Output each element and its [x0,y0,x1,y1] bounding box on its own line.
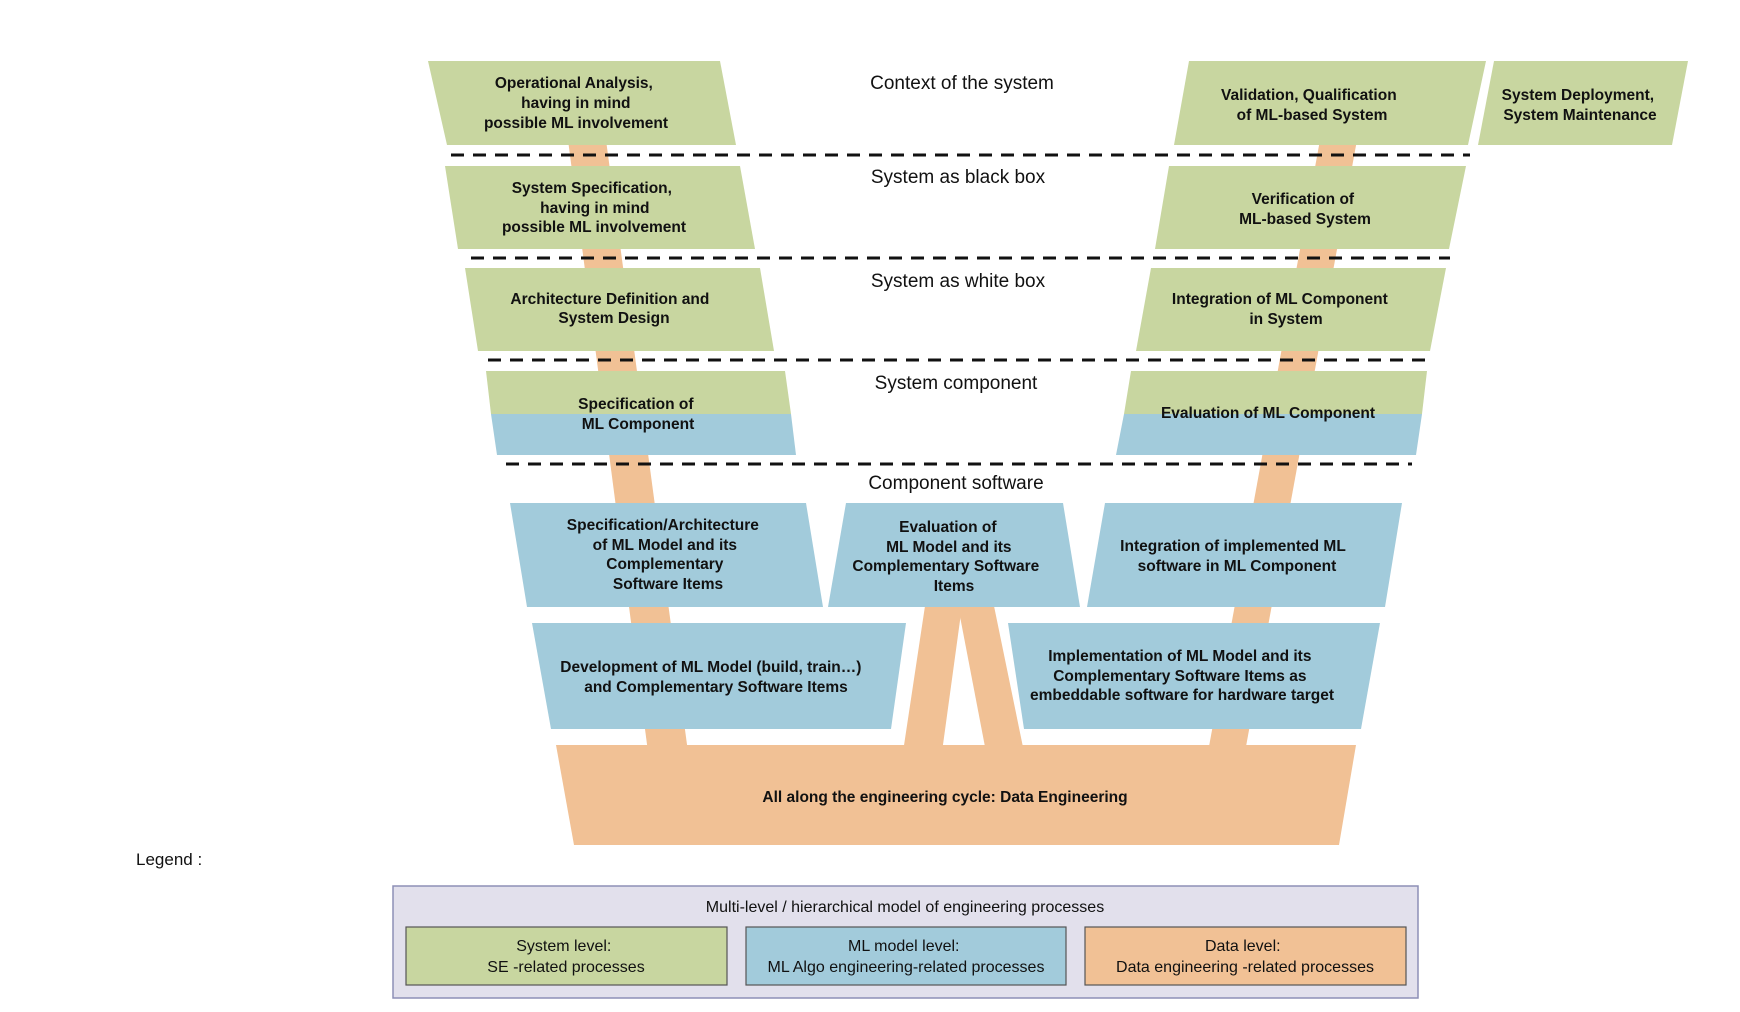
legend-system-level: System level: SE -related processes [405,926,728,986]
svg-text:Specification/Architecture: Specification/Architecture of ML Model a… [567,517,763,593]
box-architecture-definition: Architecture Definition and System Desig… [465,268,774,351]
box-spec-architecture-ml-model: Specification/Architecture of ML Model a… [510,503,823,607]
svg-text:Integration of ML Component: Integration of ML Component in System [1172,291,1392,328]
legend-ml-level: ML model level: ML Algo engineering-rela… [745,926,1067,986]
legend-data-level: Data level: Data engineering -related pr… [1084,926,1407,986]
svg-text:Evaluation of ML Component: Evaluation of ML Component [1161,405,1375,422]
svg-text:Validation, Qualification: Validation, Qualification of ML-based Sy… [1221,87,1401,124]
svg-text:Operational Analysis,: Operational Analysis, having in mind pos… [484,75,668,132]
level-component: System component [875,373,1038,394]
svg-text:Evaluation of ML Model: Evaluation of ML Model and its Complemen… [852,519,1043,595]
box-operational-analysis: Operational Analysis, having in mind pos… [428,61,736,145]
connector-center-right [958,606,1024,752]
level-context: Context of the system [870,73,1054,94]
svg-text:Verification of ML-bas: Verification of ML-based System [1239,191,1371,228]
svg-text:System Deployment, Sys: System Deployment, System Maintenance [1502,87,1659,124]
box-system-specification: System Specification, having in mind pos… [445,166,755,249]
box-specification-ml-component: Specification of ML Component [486,371,796,455]
svg-text:System Specification,: System Specification, having in mind pos… [502,180,686,236]
svg-text:Implementation of ML Model and: Implementation of ML Model and its Compl… [1030,648,1334,704]
legend: Legend : Multi-level / hierarchical mode… [136,850,1419,999]
level-software: Component software [868,473,1043,494]
svg-text:All along the engineering cycl: All along the engineering cycle: Data En… [762,789,1127,806]
svg-text:ML model level: ML Alg: ML model level: ML Algo engineering-rela… [768,938,1045,976]
svg-text:System level: SE -rela: System level: SE -related processes [487,938,644,976]
level-black-box: System as black box [871,167,1046,188]
level-white-box: System as white box [871,271,1046,292]
box-evaluation-ml-component: Evaluation of ML Component [1116,371,1427,455]
box-validation-qualification: Validation, Qualification of ML-based Sy… [1174,61,1486,145]
box-evaluation-ml-model: Evaluation of ML Model and its Complemen… [828,503,1080,607]
box-implementation-ml-model: Implementation of ML Model and its Compl… [1008,623,1380,729]
box-verification: Verification of ML-based System [1155,166,1466,249]
svg-text:Development of ML Model (build: Development of ML Model (build, train…) … [560,659,865,696]
connector-center-left [903,606,962,752]
process-boxes: Operational Analysis, having in mind pos… [428,61,1688,845]
svg-text:Data level: Data engin: Data level: Data engineering -related pr… [1116,938,1374,976]
legend-label: Legend : [136,850,202,869]
legend-title: Multi-level / hierarchical model of engi… [706,899,1104,916]
level-captions: Context of the system System as black bo… [868,73,1054,494]
box-integration-ml-component: Integration of ML Component in System [1136,268,1446,351]
box-integration-implemented-ml: Integration of implemented ML software i… [1087,503,1402,607]
level-separators [451,153,1470,466]
box-development-ml-model: Development of ML Model (build, train…) … [532,623,906,729]
svg-text:Architecture Definition and: Architecture Definition and System Desig… [510,291,713,327]
box-data-engineering: All along the engineering cycle: Data En… [556,745,1356,845]
box-deployment-maintenance: System Deployment, System Maintenance [1478,61,1688,145]
svg-text:Integration of implemented ML: Integration of implemented ML software i… [1120,538,1350,575]
svg-text:Specification of ML Co: Specification of ML Component [578,396,698,433]
